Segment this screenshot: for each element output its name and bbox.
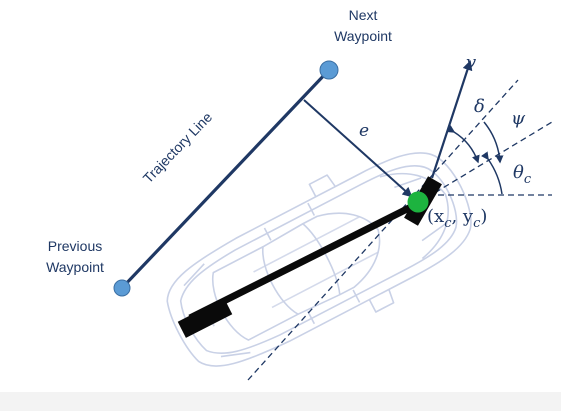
previous-waypoint-label-line1: Previous (48, 238, 102, 254)
previous-waypoint-label-line2: Waypoint (46, 259, 104, 275)
center-separator: , y (451, 206, 473, 227)
psi-arc (483, 121, 504, 164)
delta-label: δ (474, 96, 485, 117)
car-axle (188, 201, 417, 322)
steering-dashed-line (417, 121, 553, 204)
next-waypoint-marker (319, 60, 339, 80)
bottom-band (0, 392, 561, 411)
theta-subscript: c (524, 172, 532, 187)
theta-symbol: θ (513, 162, 524, 183)
center-coordinate-label: (xc, yc) (427, 206, 487, 231)
theta-arc (480, 151, 503, 195)
cross-track-error-arrow (303, 99, 413, 198)
next-waypoint-label-line2: Waypoint (334, 28, 392, 44)
next-waypoint-label-line1: Next (349, 7, 378, 23)
psi-label: ψ (511, 108, 526, 129)
front-axle-center (407, 191, 429, 213)
cross-track-error-label: e (359, 121, 369, 141)
theta-c-label: θc (513, 162, 532, 187)
velocity-label: v (466, 52, 476, 73)
trajectory-line (120, 68, 331, 290)
heading-dashed-line (247, 79, 519, 381)
center-close: ) (480, 206, 487, 227)
center-y-subscript: c (473, 216, 481, 231)
delta-arc (446, 125, 480, 164)
rear-wheel (177, 298, 233, 338)
trajectory-line-label: Trajectory Line (140, 109, 216, 187)
velocity-vector (430, 60, 473, 179)
previous-waypoint-marker (113, 279, 131, 297)
car-outline-icon (166, 152, 472, 367)
center-x-subscript: c (444, 216, 452, 231)
center-open: (x (427, 206, 444, 227)
